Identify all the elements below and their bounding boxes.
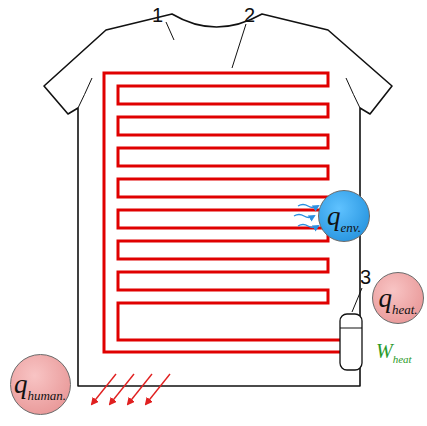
leader-line bbox=[232, 24, 246, 68]
heating-wire bbox=[104, 73, 341, 352]
work-symbol: W bbox=[376, 340, 393, 363]
flux-symbol: qenv. bbox=[327, 201, 361, 232]
subscript: human. bbox=[27, 388, 66, 403]
subscript: heat. bbox=[392, 302, 418, 317]
heating-wire-path bbox=[104, 73, 341, 352]
heat-flux-circle: qhuman. bbox=[10, 354, 71, 415]
heater-unit-band bbox=[340, 328, 362, 329]
callout-number: 3 bbox=[360, 266, 371, 289]
body-heat-arrows bbox=[92, 374, 170, 404]
t-shirt bbox=[44, 14, 392, 386]
callout-number: 2 bbox=[244, 4, 255, 27]
symbol: q bbox=[14, 369, 28, 399]
flux-symbol: qhuman. bbox=[14, 369, 66, 400]
work-subscript: heat bbox=[393, 353, 412, 365]
flux-symbol: qheat. bbox=[378, 283, 417, 314]
callout-number: 1 bbox=[152, 4, 163, 27]
symbol: q bbox=[327, 201, 341, 231]
symbol: q bbox=[378, 283, 392, 313]
heat-flux-circle: qheat. bbox=[372, 272, 424, 324]
leader-line bbox=[166, 22, 174, 40]
leader-line bbox=[352, 288, 362, 312]
heat-loss-arrows bbox=[294, 205, 318, 228]
heat-flux-circle: qenv. bbox=[318, 190, 370, 242]
subscript: env. bbox=[341, 220, 361, 235]
heater-unit bbox=[340, 314, 362, 370]
